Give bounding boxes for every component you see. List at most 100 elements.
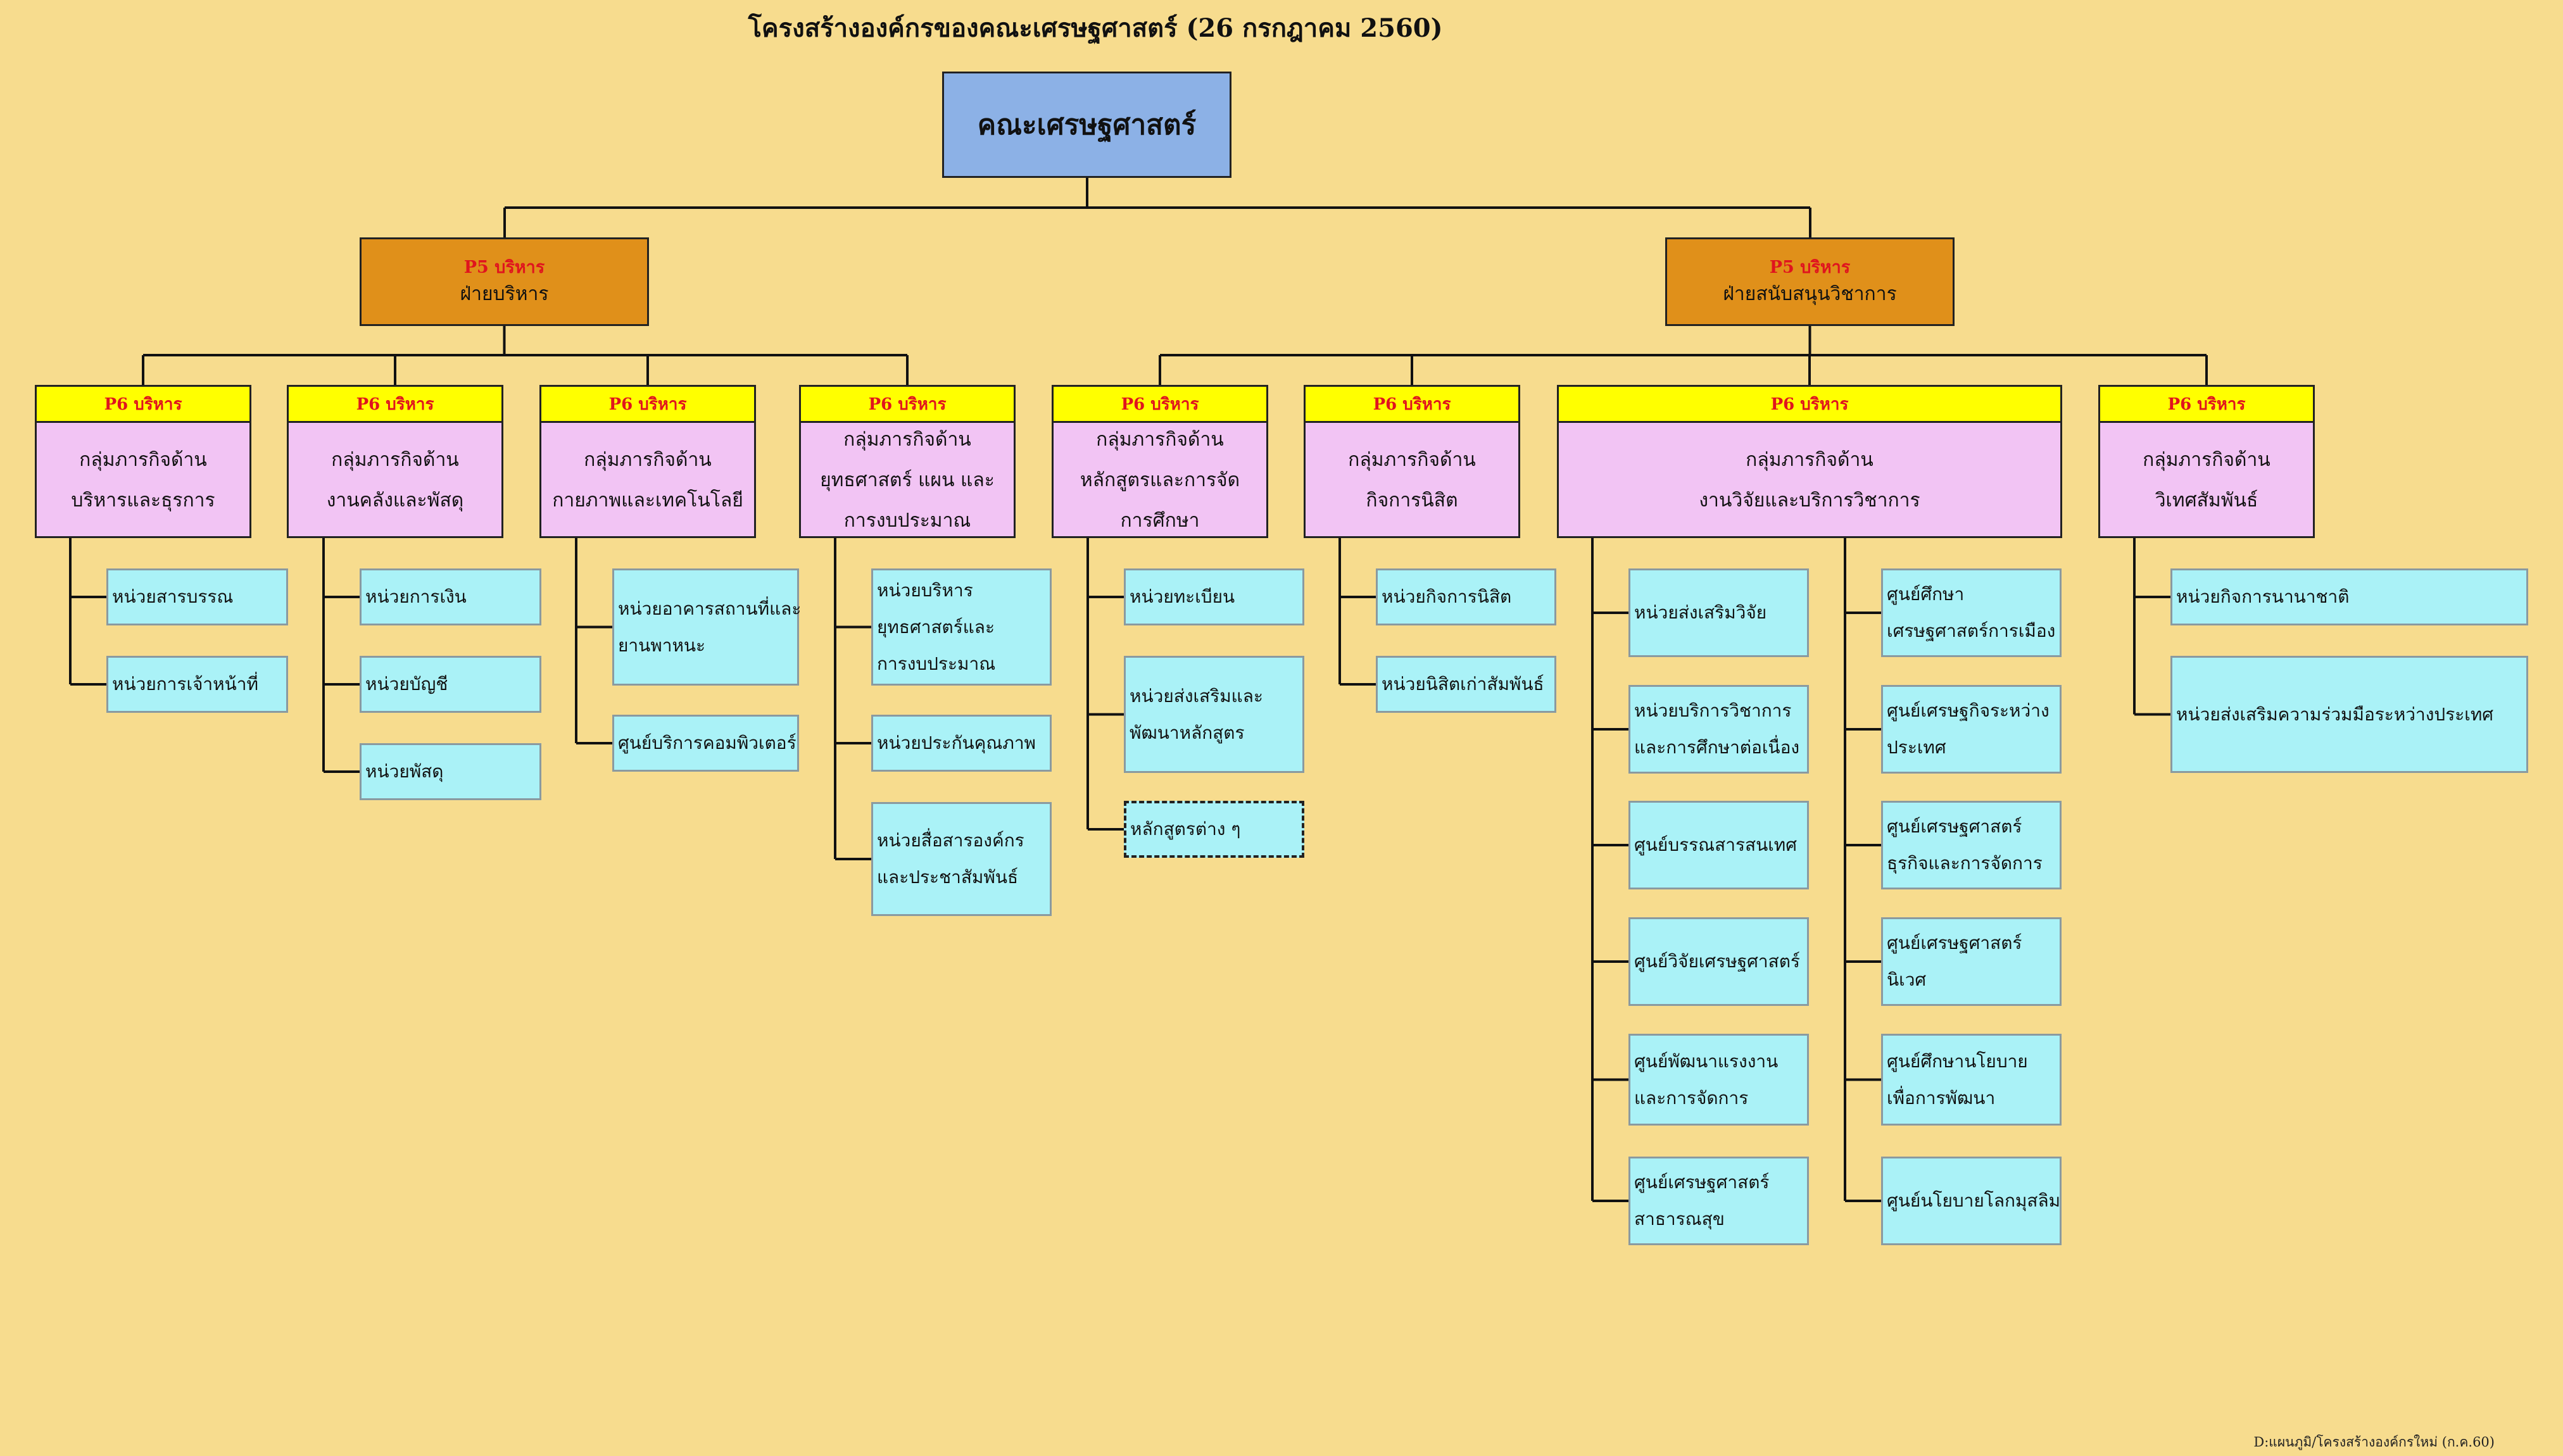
group-name-line: กลุ่มภารกิจด้าน [1348,449,1476,471]
unit-label-line: ศูนย์เศรษฐกิจระหว่าง [1887,700,2050,721]
group-name-line: กลุ่มภารกิจด้าน [2143,449,2270,471]
unit-node: หน่วยบริหารยุทธศาสตร์และการงบประมาณ [871,568,1052,686]
unit-node: หน่วยส่งเสริมความร่วมมือระหว่างประเทศ [2170,656,2528,773]
unit-node: ศูนย์ศึกษาเศรษฐศาสตร์การเมือง [1881,568,2062,657]
group-name-line: งานวิจัยและบริการวิชาการ [1699,489,1920,511]
division-name: ฝ่ายบริหาร [460,283,549,305]
unit-label-line: หน่วยการเงิน [365,586,467,607]
unit-label-line: หน่วยนิสิตเก่าสัมพันธ์ [1382,674,1544,694]
unit-node: หน่วยกิจการนิสิต [1376,568,1556,625]
unit-label-line: สาธารณสุข [1634,1208,1725,1229]
unit-node: หน่วยบัญชี [360,656,541,713]
group-name-line: กลุ่มภารกิจด้าน [584,449,712,471]
group-name-line: กลุ่มภารกิจด้าน [1746,449,1873,471]
group-code: P6 บริหาร [289,387,501,423]
unit-label-line: ศูนย์บริการคอมพิวเตอร์ [618,732,797,753]
group-name: กลุ่มภารกิจด้านวิเทศสัมพันธ์ [2100,423,2313,538]
group-name-line: กลุ่มภารกิจด้าน [79,449,207,471]
group-name: กลุ่มภารกิจด้านบริหารและธุรการ [37,423,249,538]
unit-label-line: ศูนย์เศรษฐศาสตร์ [1887,816,2022,837]
unit-node: ศูนย์เศรษฐศาสตร์นิเวศ [1881,917,2062,1006]
unit-label-line: หน่วยอาคารสถานที่และ [618,598,802,619]
unit-label-line: หน่วยส่งเสริมความร่วมมือระหว่างประเทศ [2176,703,2494,725]
mission-group: P6 บริหารกลุ่มภารกิจด้านหลักสูตรและการจั… [1052,385,1268,538]
mission-group: P6 บริหารกลุ่มภารกิจด้านงานคลังและพัสดุ [287,385,503,538]
unit-label-line: หน่วยส่งเสริมและ [1130,685,1263,706]
mission-group: P6 บริหารกลุ่มภารกิจด้านงานวิจัยและบริกา… [1557,385,2062,538]
unit-label-line: ศูนย์บรรณสารสนเทศ [1634,834,1798,855]
group-name: กลุ่มภารกิจด้านงานคลังและพัสดุ [289,423,501,538]
unit-label-line: หน่วยบริการวิชาการ [1634,700,1792,721]
unit-node: หน่วยการเจ้าหน้าที่ [106,656,288,713]
unit-label-line: หน่วยการเจ้าหน้าที่ [112,674,258,694]
unit-label-line: และการศึกษาต่อเนื่อง [1634,737,1800,758]
unit-label-line: หน่วยสื่อสารองค์กร [877,830,1024,851]
file-path-footer: D:แผนภูมิ/โครงสร้างองค์กรใหม่ (ก.ค.60) [2253,1434,2495,1450]
unit-label-line: การงบประมาณ [877,653,996,674]
group-name-line: กลุ่มภารกิจด้าน [843,429,971,451]
unit-label-line: ศูนย์เศรษฐศาสตร์ [1634,1172,1770,1193]
unit-label-line: ยานพาหนะ [618,634,706,656]
group-name: กลุ่มภารกิจด้านหลักสูตรและการจัดการศึกษา [1054,423,1266,538]
unit-node: ศูนย์เศรษฐกิจระหว่างประเทศ [1881,685,2062,774]
group-name-line: กิจการนิสิต [1366,489,1458,511]
root-label: คณะเศรษฐศาสตร์ [977,109,1197,141]
unit-node: ศูนย์วิจัยเศรษฐศาสตร์ [1628,917,1809,1006]
group-name-line: งานคลังและพัสดุ [326,489,464,511]
group-code: P6 บริหาร [37,387,249,423]
group-code: P6 บริหาร [2100,387,2313,423]
unit-label-line: หน่วยบัญชี [365,674,448,694]
unit-node: หน่วยทะเบียน [1124,568,1304,625]
group-name: กลุ่มภารกิจด้านกิจการนิสิต [1306,423,1518,538]
group-name-line: กลุ่มภารกิจด้าน [331,449,459,471]
unit-label-line: หน่วยกิจการนิสิต [1382,586,1512,607]
root-node-faculty: คณะเศรษฐศาสตร์ [942,72,1231,178]
unit-label-line: หน่วยส่งเสริมวิจัย [1634,602,1767,623]
unit-label-line: ศูนย์ศึกษา [1887,584,1965,605]
unit-node: ศูนย์ศึกษานโยบายเพื่อการพัฒนา [1881,1034,2062,1126]
unit-label-line: และประชาสัมพันธ์ [877,867,1019,888]
unit-node: หน่วยส่งเสริมและพัฒนาหลักสูตร [1124,656,1304,773]
chart-title: โครงสร้างองค์กรของคณะเศรษฐศาสตร์ (26 กรก… [748,13,1443,43]
unit-label-line: หน่วยประกันคุณภาพ [877,732,1036,753]
division-name: ฝ่ายสนับสนุนวิชาการ [1723,283,1897,305]
unit-label-line: หน่วยทะเบียน [1130,586,1235,607]
unit-node: ศูนย์เศรษฐศาสตร์สาธารณสุข [1628,1157,1809,1245]
unit-node: หน่วยนิสิตเก่าสัมพันธ์ [1376,656,1556,713]
group-name-line: ยุทธศาสตร์ แผน และ [820,469,995,491]
unit-node: หน่วยการเงิน [360,568,541,625]
unit-node: หน่วยประกันคุณภาพ [871,715,1052,772]
division-code: P5 บริหาร [1769,258,1851,277]
unit-node: ศูนย์บริการคอมพิวเตอร์ [612,715,799,772]
group-code: P6 บริหาร [801,387,1014,423]
division-code: P5 บริหาร [463,258,545,277]
unit-label-line: หน่วยพัสดุ [365,761,444,782]
unit-label-line: เศรษฐศาสตร์การเมือง [1887,620,2056,641]
unit-node: หน่วยกิจการนานาชาติ [2170,568,2528,625]
unit-label-line: และการจัดการ [1634,1087,1749,1108]
unit-label-line: นิเวศ [1887,969,1927,990]
mission-group: P6 บริหารกลุ่มภารกิจด้านบริหารและธุรการ [35,385,251,538]
unit-node: ศูนย์เศรษฐศาสตร์ธุรกิจและการจัดการ [1881,801,2062,889]
unit-label-line: ยุทธศาสตร์และ [877,616,995,637]
division-academic-support: P5 บริหารฝ่ายสนับสนุนวิชาการ [1665,237,1955,326]
unit-label-line: พัฒนาหลักสูตร [1130,722,1245,743]
mission-group: P6 บริหารกลุ่มภารกิจด้านกิจการนิสิต [1304,385,1520,538]
unit-label-line: ธุรกิจและการจัดการ [1887,853,2043,874]
mission-group: P6 บริหารกลุ่มภารกิจด้านวิเทศสัมพันธ์ [2098,385,2315,538]
mission-group: P6 บริหารกลุ่มภารกิจด้านกายภาพและเทคโนโล… [539,385,756,538]
unit-label-line: ศูนย์นโยบายโลกมุสลิม [1887,1190,2061,1211]
unit-node: ศูนย์บรรณสารสนเทศ [1628,801,1809,889]
unit-label-line: ศูนย์เศรษฐศาสตร์ [1887,932,2022,953]
group-name-line: กลุ่มภารกิจด้าน [1096,429,1224,451]
unit-node: หน่วยส่งเสริมวิจัย [1628,568,1809,657]
unit-label-line: ศูนย์วิจัยเศรษฐศาสตร์ [1634,951,1800,972]
unit-node: หน่วยบริการวิชาการและการศึกษาต่อเนื่อง [1628,685,1809,774]
group-name-line: วิเทศสัมพันธ์ [2155,489,2258,511]
unit-node: ศูนย์นโยบายโลกมุสลิม [1881,1157,2062,1245]
group-name: กลุ่มภารกิจด้านงานวิจัยและบริการวิชาการ [1559,423,2060,538]
group-name-line: การศึกษา [1120,510,1200,532]
group-name-line: การงบประมาณ [843,510,971,532]
